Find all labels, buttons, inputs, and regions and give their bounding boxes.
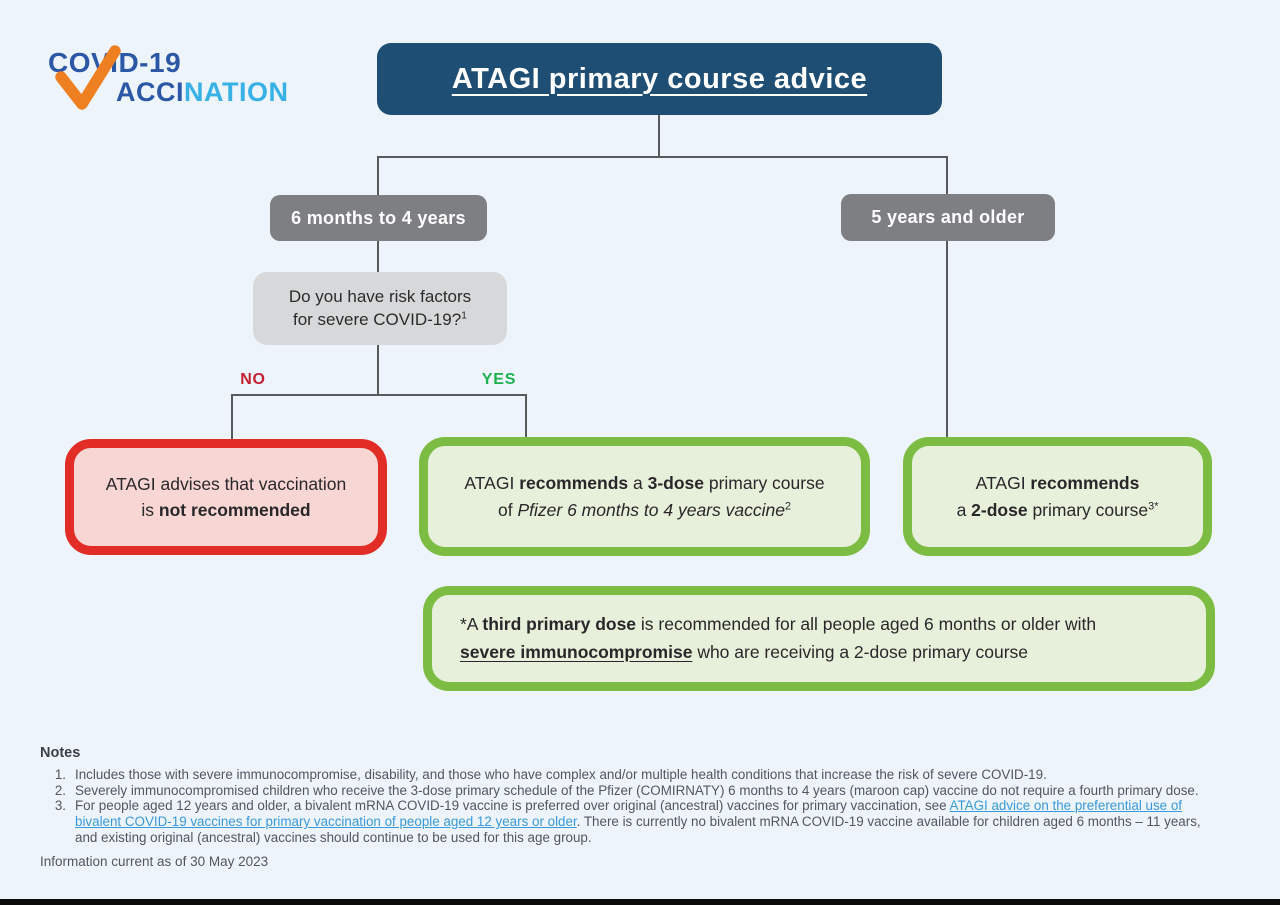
- screen-bottom-edge: [0, 899, 1280, 905]
- text-segment: 2-dose: [971, 499, 1028, 520]
- text-segment: . There is currently no bivalent mRNA CO…: [75, 814, 1201, 845]
- notes-heading: Notes: [40, 745, 81, 761]
- text-segment: Includes those with severe immunocomprom…: [75, 766, 1047, 782]
- text-segment: 2: [784, 500, 791, 512]
- logo-nation-text: NATION: [184, 77, 289, 107]
- text-segment: Pfizer 6 months to 4 years vaccine: [517, 499, 785, 520]
- info-current-date: Information current as of 30 May 2023: [40, 854, 269, 869]
- text-segment: not recommended: [158, 500, 311, 520]
- text-segment: third primary dose: [482, 614, 637, 635]
- text-segment: Severely immunocompromised children who …: [75, 782, 1199, 798]
- text-segment: is recommended for all people aged 6 mon…: [636, 614, 1097, 635]
- note-item-1: 1. Includes those with severe immunocomp…: [40, 767, 1210, 783]
- footnote-box-text: *A third primary dose is recommended for…: [460, 611, 1096, 665]
- outcome-3dose-text: ATAGI recommends a 3-dose primary course…: [464, 470, 824, 523]
- text-segment: For people aged 12 years and older, a bi…: [75, 798, 950, 814]
- text-segment: a: [628, 473, 648, 494]
- text-segment: ATAGI: [464, 473, 520, 494]
- age-badge-right-label: 5 years and older: [871, 207, 1025, 227]
- text-segment: who are receiving a 2-dose primary cours…: [692, 641, 1029, 662]
- outcome-2dose-text: ATAGI recommends a 2-dose primary course3…: [957, 470, 1159, 523]
- age-badge-5years-older: 5 years and older: [841, 194, 1055, 241]
- text-segment: is: [141, 500, 159, 520]
- text-segment: 3*: [1148, 500, 1159, 512]
- title-banner: ATAGI primary course advice: [377, 43, 942, 115]
- check-icon: [55, 45, 121, 110]
- logo-acci-text: ACCI: [116, 77, 184, 107]
- age-badge-6months-4years: 6 months to 4 years: [270, 195, 487, 241]
- text-segment: primary course: [1027, 499, 1149, 520]
- age-badge-left-label: 6 months to 4 years: [291, 207, 466, 228]
- note-text: Includes those with severe immunocomprom…: [75, 767, 1210, 783]
- text-segment: 1: [461, 309, 468, 322]
- connector-line-title-down: [658, 112, 660, 158]
- note-link[interactable]: ATAGI advice on the preferential use of …: [75, 798, 1183, 830]
- text-segment: of: [498, 499, 518, 520]
- answer-label-no: NO: [240, 371, 266, 388]
- note-item-3: 3. For people aged 12 years and older, a…: [40, 798, 1210, 845]
- outcome-box-3dose: ATAGI recommends a 3-dose primary course…: [419, 437, 870, 556]
- text-segment: for severe COVID-19?: [292, 309, 462, 329]
- outcome-not-recommended-text: ATAGI advises that vaccination is not rec…: [106, 471, 347, 524]
- note-number: 2.: [54, 782, 66, 798]
- text-segment: primary course: [704, 473, 825, 494]
- notes-section: Notes 1. Includes those with severe immu…: [40, 745, 1210, 846]
- note-text: Severely immunocompromised children who …: [75, 783, 1210, 799]
- text-segment: recommends: [519, 473, 629, 494]
- text-segment: *A: [460, 614, 483, 635]
- outcome-box-not-recommended: ATAGI advises that vaccination is not rec…: [65, 439, 387, 555]
- connector-line-no-drop: [231, 394, 233, 441]
- note-text: For people aged 12 years and older, a bi…: [75, 798, 1210, 845]
- connector-line-noyes-horizontal: [231, 394, 527, 396]
- footnote-box-third-dose: *A third primary dose is recommended for…: [423, 586, 1215, 691]
- note-number: 3.: [54, 798, 66, 814]
- note-item-2: 2. Severely immunocompromised children w…: [40, 783, 1210, 799]
- text-segment: severe immunocompromise: [460, 641, 693, 662]
- note-number: 1.: [54, 766, 66, 782]
- page-title: ATAGI primary course advice: [451, 62, 868, 95]
- outcome-box-2dose: ATAGI recommends a 2-dose primary course3…: [903, 437, 1212, 556]
- text-segment: a: [956, 499, 972, 520]
- text-segment: ATAGI advises that vaccination: [105, 473, 347, 494]
- text-segment: 3-dose: [647, 473, 704, 494]
- connector-line-top-horizontal: [377, 156, 948, 158]
- text-segment: recommends: [1030, 473, 1140, 494]
- text-segment: ATAGI: [975, 473, 1031, 494]
- answer-label-yes: YES: [481, 371, 517, 388]
- logo-vaccination-text: ACCINATION: [116, 77, 289, 108]
- text-segment: Do you have risk factors: [288, 287, 472, 307]
- connector-line-yes-drop: [525, 394, 527, 438]
- connector-line-right-vertical: [946, 156, 948, 438]
